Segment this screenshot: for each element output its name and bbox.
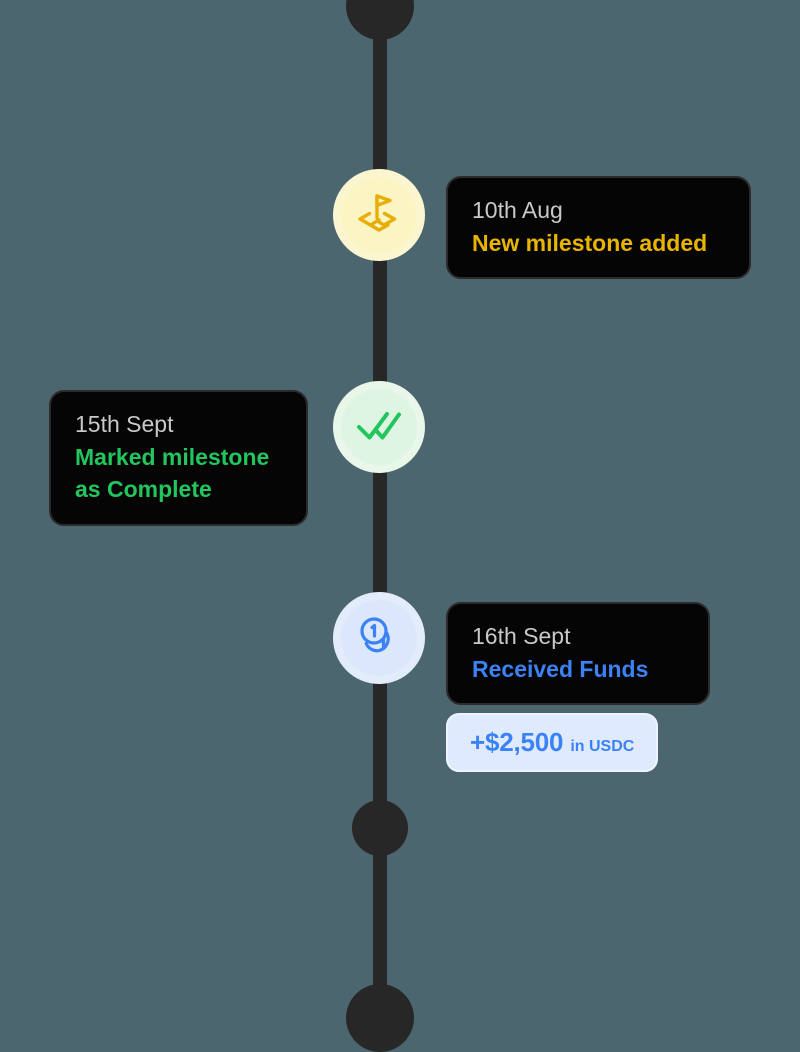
- timeline-node-milestone-added[interactable]: [333, 169, 425, 261]
- event-date: 15th Sept: [75, 411, 174, 437]
- amount-value: +$2,500: [470, 727, 564, 757]
- coins-icon: [353, 610, 405, 667]
- event-date: 10th Aug: [472, 197, 563, 223]
- event-card-funds-received[interactable]: 16th Sept Received Funds: [446, 602, 710, 706]
- event-title: New milestone added: [472, 229, 708, 256]
- amount-currency-unit: in USDC: [570, 738, 635, 755]
- timeline-node-middle[interactable]: [352, 800, 408, 856]
- timeline-node-top[interactable]: [346, 0, 414, 40]
- amount-badge[interactable]: +$2,500 in USDC: [446, 713, 659, 772]
- timeline-node-bottom[interactable]: [346, 984, 414, 1052]
- event-card-milestone-added[interactable]: 10th Aug New milestone added: [446, 176, 751, 280]
- icon-circle-inner: [341, 389, 417, 465]
- flag-milestone-icon: [353, 187, 405, 244]
- timeline-spine: [373, 0, 387, 1051]
- timeline-node-funds-received[interactable]: [333, 592, 425, 684]
- event-date: 16th Sept: [472, 623, 571, 649]
- icon-circle-inner: [341, 600, 417, 676]
- event-card-milestone-complete[interactable]: 15th Sept Marked milestone as Complete: [49, 390, 308, 526]
- double-check-icon: [352, 398, 406, 457]
- icon-circle-inner: [341, 177, 417, 253]
- event-title: Received Funds: [472, 655, 649, 682]
- timeline-node-milestone-complete[interactable]: [333, 381, 425, 473]
- event-title: Marked milestone as Complete: [75, 443, 270, 503]
